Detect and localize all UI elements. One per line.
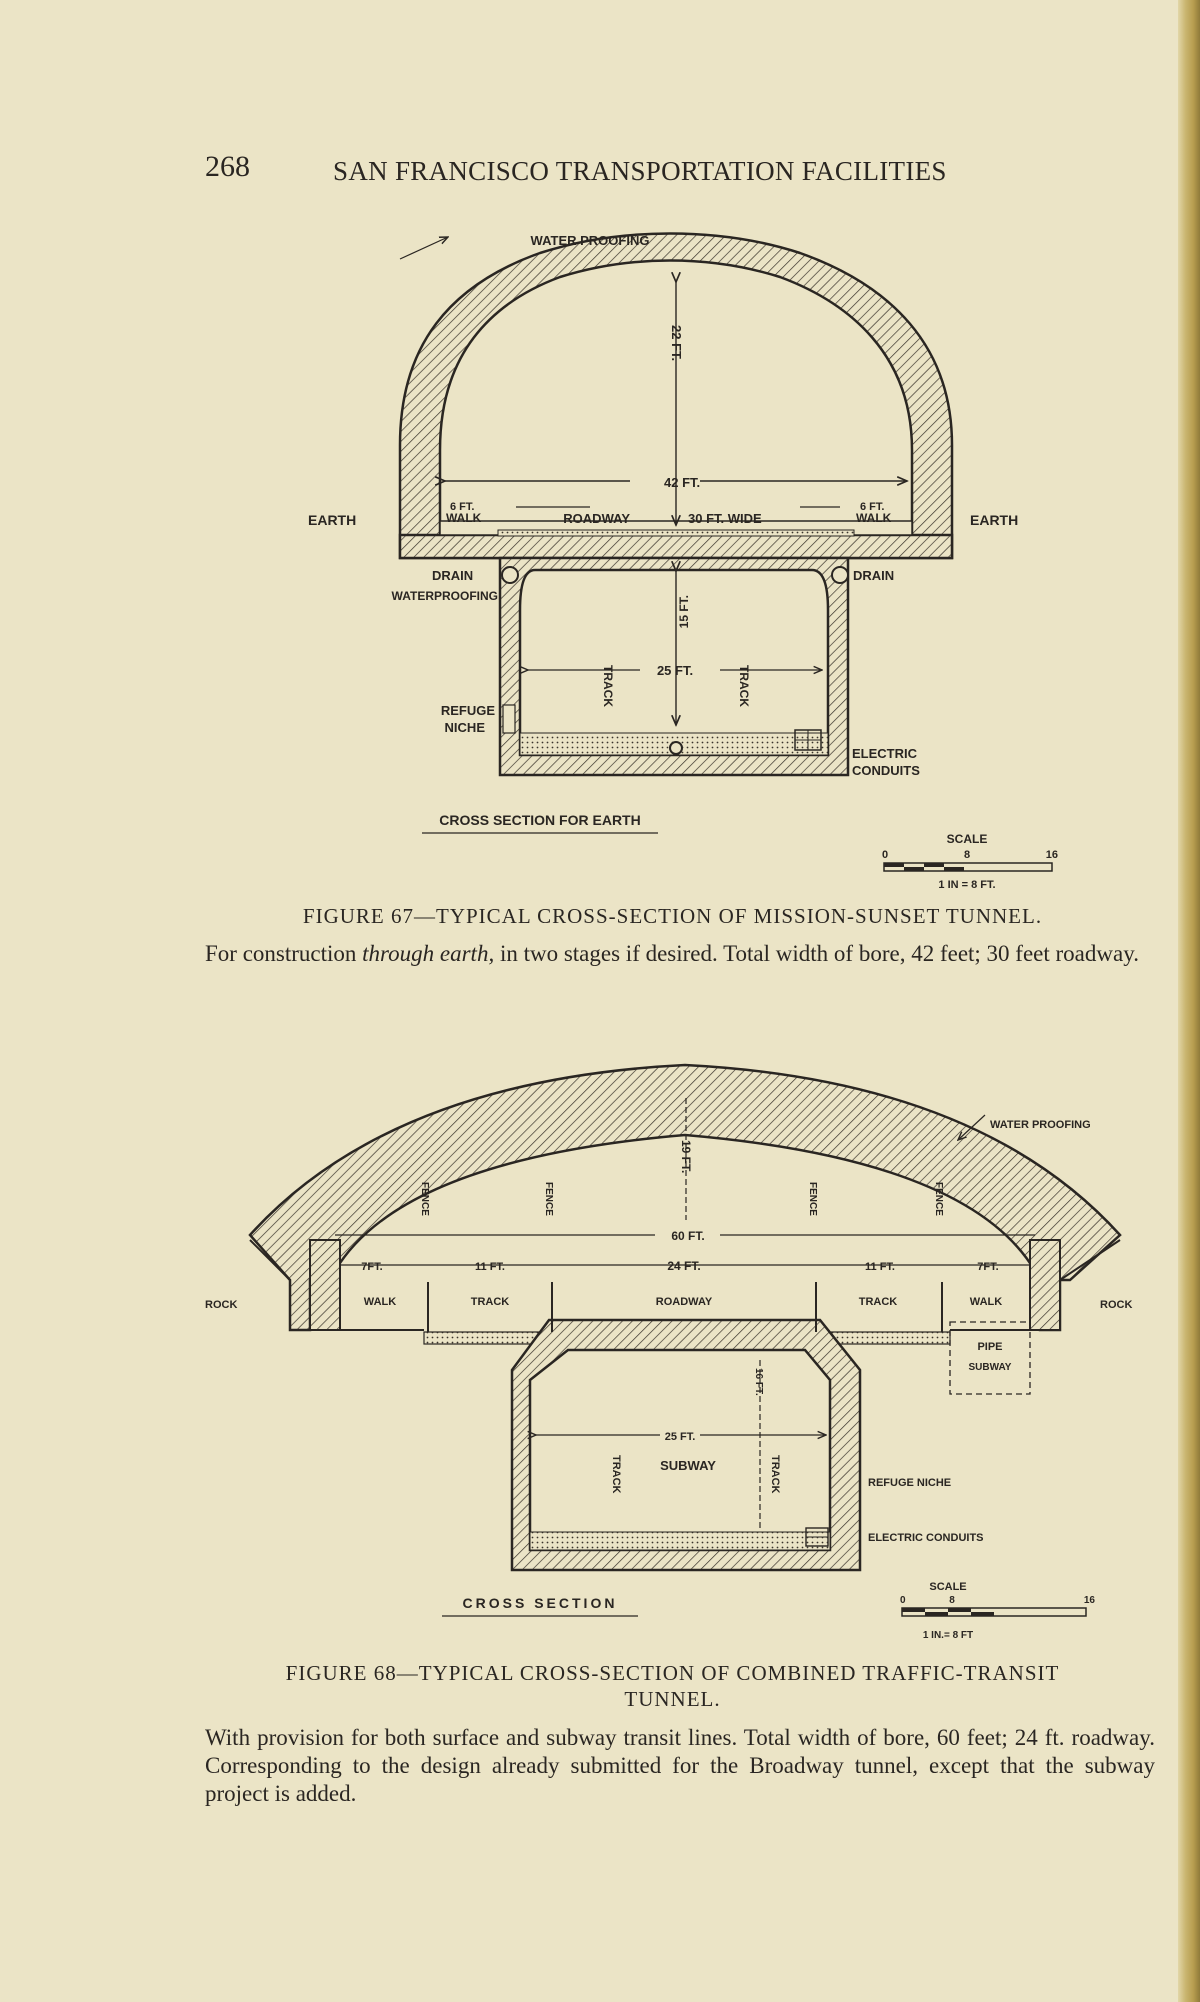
fig68-scale-8: 8: [949, 1595, 955, 1606]
fig67-conduits: CONDUITS: [852, 763, 920, 778]
fig68-track-left: TRACK: [471, 1296, 510, 1308]
fig68-subway: SUBWAY: [660, 1458, 716, 1473]
figure-68-diagram: WATER PROOFING 19 FT. FENCE FENCE FENCE …: [205, 1063, 1132, 1641]
fig67-scale-title: SCALE: [947, 832, 988, 846]
fig68-pipe: PIPE: [977, 1341, 1002, 1353]
fig68-section-title: CROSS SECTION: [463, 1595, 618, 1611]
fig67-earth-right: EARTH: [970, 512, 1018, 528]
fig68-track-sub-left: TRACK: [610, 1455, 622, 1494]
fig67-walk-left-dim: 6 FT.: [450, 501, 474, 513]
fig67-niche: NICHE: [445, 720, 486, 735]
fig68-fence-2: FENCE: [543, 1182, 554, 1216]
fig68-waterproofing: WATER PROOFING: [990, 1119, 1091, 1131]
figure-67-diagram: WATER PROOFING EARTH EARTH 22 FT. 42 FT.…: [308, 232, 1058, 891]
fig67-waterproofing-label: WATER PROOFING: [531, 233, 650, 248]
fig67-height-lower: 15 FT.: [677, 595, 691, 628]
fig67-scale-16: 16: [1046, 849, 1058, 861]
page-number: 268: [205, 150, 250, 183]
fig68-rock-left: ROCK: [205, 1299, 237, 1311]
fig68-scale-0: 0: [900, 1595, 906, 1606]
fig68-height-upper: 19 FT.: [679, 1140, 693, 1173]
fig67-walk-right-dim: 6 FT.: [860, 501, 884, 513]
fig68-width-lower: 25 FT.: [665, 1431, 696, 1443]
fig68-roadway-dim: 24 FT.: [667, 1259, 700, 1273]
fig67-roadway: ROADWAY: [563, 511, 630, 526]
fig67-scale-0: 0: [882, 849, 888, 861]
fig67-track-left: TRACK: [601, 665, 615, 707]
fig68-w-right: 7FT.: [977, 1261, 998, 1273]
fig68-fence-1: FENCE: [419, 1182, 430, 1216]
fig68-pipe-subway: SUBWAY: [969, 1362, 1012, 1373]
fig68-scale-title: SCALE: [929, 1581, 966, 1593]
fig67-track-right: TRACK: [737, 665, 751, 707]
fig68-walk-left: WALK: [364, 1296, 396, 1308]
figure-67-caption: FIGURE 67—TYPICAL CROSS-SECTION OF MISSI…: [302, 904, 1043, 928]
fig67-walk-left: WALK: [446, 511, 482, 525]
fig68-fence-4: FENCE: [933, 1182, 944, 1216]
page-header: 268 SAN FRANCISCO TRANSPORTATION FACILIT…: [205, 150, 1085, 194]
fig68-track-right: TRACK: [859, 1296, 898, 1308]
fig67-drain-right: DRAIN: [853, 568, 894, 583]
fig67-scale-note: 1 IN = 8 FT.: [938, 879, 995, 891]
fig68-t-left: 11 FT.: [475, 1261, 505, 1273]
fig67-roadway-width: 30 FT. WIDE: [688, 511, 762, 526]
fig68-height-lower: 16 FT.: [753, 1368, 764, 1396]
book-spine-edge: [1178, 0, 1200, 2002]
fig67-width-lower: 25 FT.: [657, 663, 693, 678]
fig68-roadway: ROADWAY: [656, 1296, 713, 1308]
fig68-scale-note: 1 IN.= 8 FT: [923, 1630, 973, 1641]
fig67-scale-8: 8: [964, 849, 970, 861]
fig67-width-total: 42 FT.: [664, 475, 700, 490]
fig68-scale-16: 16: [1084, 1595, 1096, 1606]
fig67-text-a: For construction: [205, 941, 363, 966]
fig67-text-em: through earth,: [362, 941, 495, 966]
fig67-refuge: REFUGE: [441, 703, 496, 718]
fig68-track-sub-right: TRACK: [769, 1455, 781, 1494]
fig68-width-total: 60 FT.: [671, 1229, 704, 1243]
figure-67-description: For construction through earth, in two s…: [205, 940, 1160, 968]
fig68-rock-right: ROCK: [1100, 1299, 1132, 1311]
fig68-caption-line2: TUNNEL.: [624, 1687, 721, 1711]
fig67-earth-left: EARTH: [308, 512, 356, 528]
fig68-t-right: 11 FT.: [865, 1261, 895, 1273]
fig68-caption-line1: FIGURE 68—TYPICAL CROSS-SECTION OF COMBI…: [285, 1661, 1060, 1685]
fig68-fence-3: FENCE: [807, 1182, 818, 1216]
figure-68-caption: FIGURE 68—TYPICAL CROSS-SECTION OF COMBI…: [205, 1660, 1140, 1712]
fig68-w-left: 7FT.: [361, 1261, 382, 1273]
fig68-walk-right: WALK: [970, 1296, 1002, 1308]
figure-68-description: With provision for both surface and subw…: [205, 1725, 1155, 1806]
fig67-waterproofing-left: WATERPROOFING: [392, 589, 498, 603]
fig67-drain-left: DRAIN: [432, 568, 473, 583]
fig67-section-title: CROSS SECTION FOR EARTH: [439, 812, 640, 828]
fig67-text-b: in two stages if desired. Total width of…: [494, 941, 1139, 966]
running-title: SAN FRANCISCO TRANSPORTATION FACILITIES: [333, 156, 947, 186]
fig68-electric: ELECTRIC CONDUITS: [868, 1532, 984, 1544]
fig67-walk-right: WALK: [856, 511, 892, 525]
fig68-refuge: REFUGE NICHE: [868, 1477, 951, 1489]
fig67-height-upper: 22 FT.: [669, 325, 684, 361]
fig67-electric: ELECTRIC: [852, 746, 918, 761]
